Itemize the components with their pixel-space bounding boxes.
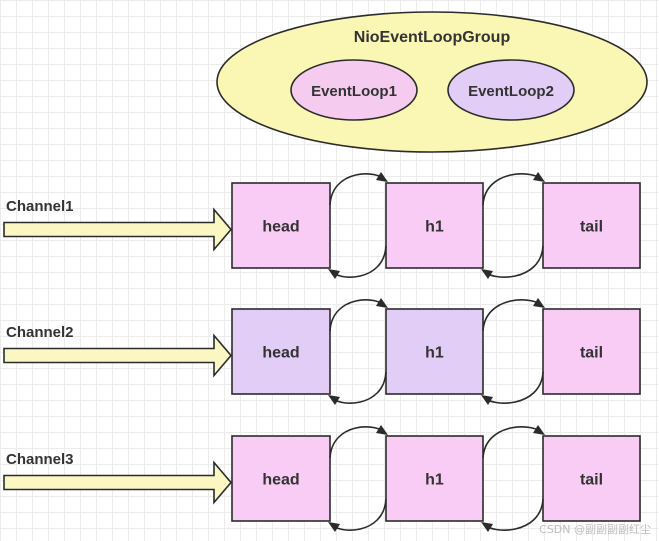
forward-arrowhead [376, 172, 388, 182]
event-loop-1 [290, 59, 418, 121]
handler-label-h1: h1 [425, 345, 444, 362]
handler-label-tail: tail [580, 219, 603, 236]
forward-arrowhead [533, 172, 545, 182]
channel-row-3: Channel3 head h1 tail [3, 425, 641, 532]
backward-arrowhead [481, 395, 493, 405]
backward-arrowhead [328, 269, 340, 279]
handler-label-tail: tail [580, 345, 603, 362]
handler-box-tail [542, 308, 641, 395]
handler-box-h1 [385, 308, 484, 395]
handler-label-h1: h1 [425, 219, 444, 236]
handler-box-tail [542, 182, 641, 269]
handler-box-head [231, 182, 331, 269]
event-loop-1-label: EventLoop1 [311, 83, 397, 100]
forward-arrowhead [533, 298, 545, 308]
forward-arrowhead [533, 425, 545, 435]
handler-box-tail [542, 435, 641, 522]
channel-row-2: Channel2 head h1 tail [3, 298, 641, 405]
handler-box-head [231, 435, 331, 522]
handler-label-tail: tail [580, 472, 603, 489]
event-loop-group-title: NioEventLoopGroup [354, 29, 511, 46]
backward-arrowhead [481, 522, 493, 532]
watermark-text: CSDN @副副副副红尘 [539, 523, 651, 536]
handler-box-h1 [385, 182, 484, 269]
forward-arrowhead [376, 298, 388, 308]
forward-arrowhead [376, 425, 388, 435]
channel-label: Channel1 [6, 198, 74, 215]
backward-arrowhead [328, 395, 340, 405]
channel-arrow [3, 207, 233, 252]
channel-arrow [3, 333, 233, 378]
event-loop-group: NioEventLoopGroup EventLoop1 EventLoop2 [216, 11, 648, 153]
handler-label-head: head [262, 345, 299, 362]
channel-arrow [3, 460, 233, 505]
backward-arrowhead [481, 269, 493, 279]
event-loop-2-label: EventLoop2 [468, 83, 554, 100]
handler-label-head: head [262, 219, 299, 236]
handler-box-head [231, 308, 331, 395]
handler-box-h1 [385, 435, 484, 522]
event-loop-2 [447, 59, 575, 121]
handler-label-head: head [262, 472, 299, 489]
channel-row-1: Channel1 head h1 tail [3, 172, 641, 279]
channel-label: Channel3 [6, 451, 74, 468]
channel-label: Channel2 [6, 324, 74, 341]
handler-label-h1: h1 [425, 472, 444, 489]
backward-arrowhead [328, 522, 340, 532]
